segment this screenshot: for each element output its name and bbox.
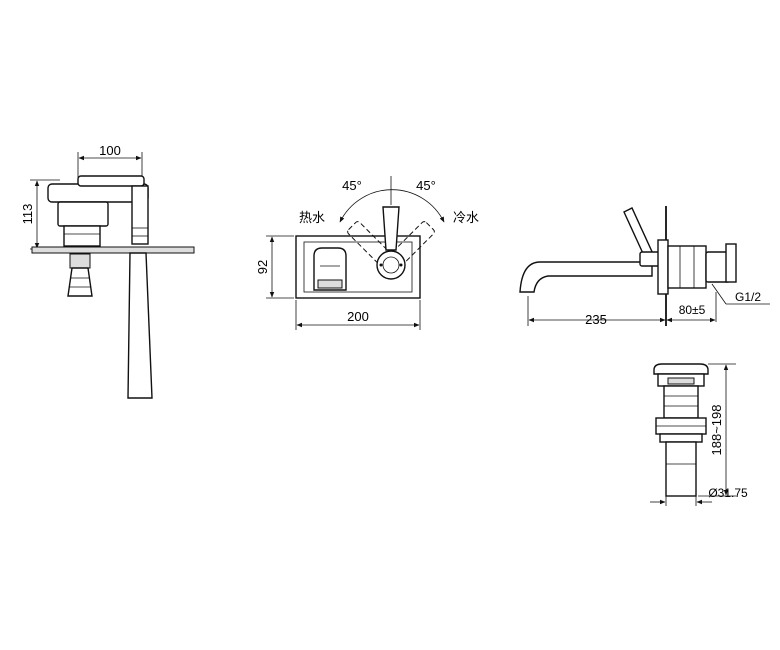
side-spout — [519, 261, 653, 293]
thread-label: G1/2 — [735, 290, 761, 304]
drain-tailpipe — [665, 441, 697, 497]
depth-dim: 80±5 — [679, 303, 706, 317]
plate-height-dim: 92 — [255, 260, 270, 274]
front-height-dim: 113 — [20, 204, 35, 225]
plate-width-dim: 200 — [347, 309, 369, 324]
front-under-fitting — [69, 253, 91, 269]
drain-height-dim: 188~198 — [709, 405, 724, 456]
hot-water-label: 热水 — [299, 210, 325, 225]
front-width-dim: 100 — [99, 143, 121, 158]
handle-center — [382, 206, 400, 251]
rotation-arc — [339, 189, 445, 223]
side-view: G1/2 235 80±5 — [519, 206, 770, 327]
spout-nozzle — [131, 185, 149, 245]
lever-handle — [77, 175, 145, 187]
angle-left: 45° — [342, 178, 362, 193]
drain-diameter-dim: Ø31.75 — [708, 486, 748, 500]
cold-water-label: 冷水 — [453, 210, 479, 225]
wall-plate-view: 45° 45° 热水 冷水 92 200 — [255, 176, 479, 330]
side-body — [667, 245, 707, 289]
side-flange — [657, 239, 669, 295]
cartridge-knob — [376, 250, 406, 280]
front-view: 100 113 — [20, 143, 195, 399]
angle-right: 45° — [416, 178, 436, 193]
spout-dim: 235 — [585, 312, 607, 327]
countertop-plate — [31, 246, 195, 254]
drain-cap — [653, 363, 709, 375]
drain-body — [663, 385, 699, 419]
drain-view: 188~198 Ø31.75 — [650, 363, 748, 506]
front-tailpiece — [127, 252, 153, 399]
